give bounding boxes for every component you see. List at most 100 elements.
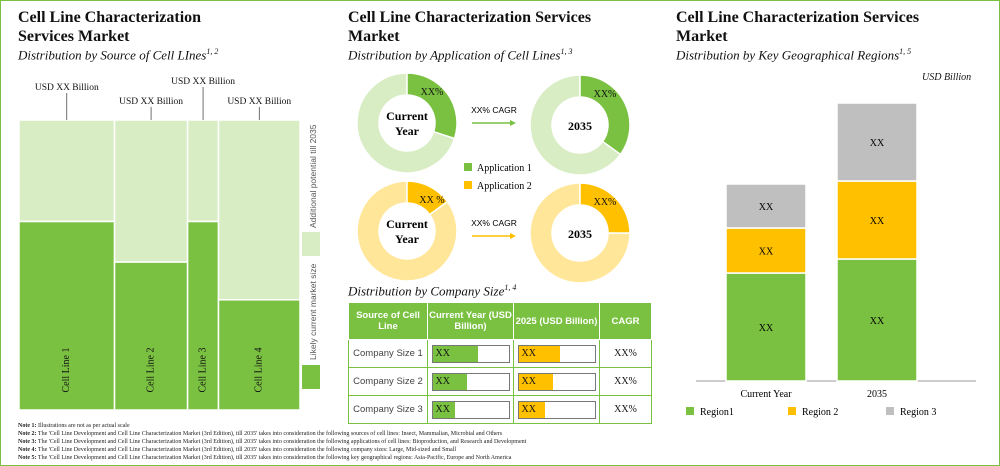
legend-region-swatch xyxy=(886,407,894,415)
current-bar-fill xyxy=(432,345,479,362)
legend-additional-label: Additional potential till 2035 xyxy=(308,124,318,228)
donut-center-label: Current xyxy=(386,109,428,123)
segment-value-label: XX xyxy=(870,138,885,149)
current-bar: XX xyxy=(431,372,510,391)
mekko-additional-bar xyxy=(18,119,116,223)
panel4-subtitle: Distribution by Key Geographical Regions… xyxy=(676,47,912,63)
stacked-bar-segment xyxy=(725,183,807,229)
stacked-bar-segment xyxy=(725,272,807,382)
x-tick-label: 2035 xyxy=(867,389,887,400)
table-header-row: Source of Cell Line Current Year (USD Bi… xyxy=(348,302,652,340)
row-name: Company Size 2 xyxy=(348,367,428,396)
donut-rest-slice xyxy=(529,74,622,176)
current-bar-fill xyxy=(432,401,456,418)
mekko-category-label: Cell Line 2 xyxy=(145,348,156,393)
mekko-current-bar xyxy=(18,220,116,411)
mekko-category-label: Cell Line 4 xyxy=(254,348,265,393)
note-2: Note 2: The 'Cell Line Development and C… xyxy=(18,431,503,437)
donut-center-label: Year xyxy=(395,232,420,246)
table-row: Company Size 2 XX XX XX% xyxy=(348,367,652,396)
future-bar-label: XX xyxy=(521,375,536,387)
panel4-unit: USD Billion xyxy=(922,72,972,83)
legend-app1-swatch xyxy=(464,163,472,171)
table-row: Company Size 1 XX XX XX% xyxy=(348,339,652,368)
mekko-value-label: USD XX Billion xyxy=(227,97,291,107)
note-1: Note 1: Illustrations are not as per act… xyxy=(18,423,130,429)
stacked-bar-segment xyxy=(836,102,918,182)
current-cell: XX xyxy=(427,367,514,396)
legend-region-label: Region 3 xyxy=(900,407,936,418)
future-bar-label: XX xyxy=(521,403,536,415)
current-bar: XX xyxy=(431,400,510,419)
mekko-current-bar xyxy=(217,299,301,411)
donut-slice-label: XX% xyxy=(421,87,444,98)
segment-value-label: XX xyxy=(870,216,885,227)
x-tick-label: Current Year xyxy=(740,389,792,400)
table-header-cagr: CAGR xyxy=(599,302,652,340)
future-cell: XX xyxy=(513,367,600,396)
donut-slice-label: XX % xyxy=(419,195,444,206)
mekko-current-bar xyxy=(186,220,220,411)
current-bar: XX xyxy=(431,344,510,363)
mekko-category-label: Cell Line 1 xyxy=(61,348,72,393)
cagr-label: XX% CAGR xyxy=(471,218,517,228)
note-5: Note 5: The 'Cell Line Development and C… xyxy=(18,455,512,461)
legend-app2-label: Application 2 xyxy=(477,181,532,192)
donut-center-label: 2035 xyxy=(568,119,592,133)
panel4-title: Cell Line Characterization Services Mark… xyxy=(676,9,920,45)
donut-slice-label: XX% xyxy=(594,197,617,208)
legend-app2-swatch xyxy=(464,181,472,189)
donut-center-label: Current xyxy=(386,217,428,231)
mekko-additional-bar xyxy=(186,119,220,223)
future-cell: XX xyxy=(513,395,600,424)
future-bar-fill xyxy=(518,345,561,362)
stacked-bar-segment xyxy=(836,258,918,382)
table-header-future: 2025 (USD Billion) xyxy=(513,302,600,340)
segment-value-label: XX xyxy=(870,316,885,327)
donut-share-slice xyxy=(579,182,631,234)
legend-region-swatch xyxy=(788,407,796,415)
donut-center-label: Year xyxy=(395,124,420,138)
current-bar-label: XX xyxy=(435,403,450,415)
panel1-subtitle: Distribution by Source of Cell LInes1, 2 xyxy=(18,47,219,63)
future-bar-label: XX xyxy=(521,347,536,359)
panel2-subtitle: Distribution by Application of Cell Line… xyxy=(348,47,573,63)
legend-region-label: Region1 xyxy=(700,407,734,418)
current-cell: XX xyxy=(427,395,514,424)
donut-rest-slice xyxy=(529,182,631,284)
legend-region-swatch xyxy=(686,407,694,415)
current-bar-label: XX xyxy=(435,347,450,359)
segment-value-label: XX xyxy=(759,202,774,213)
cagr-arrow-head xyxy=(510,233,516,239)
mekko-value-label: USD XX Billion xyxy=(171,77,235,87)
table-row: Company Size 3 XX XX XX% xyxy=(348,395,652,424)
company-size-table: Source of Cell Line Current Year (USD Bi… xyxy=(348,302,652,424)
row-name: Company Size 1 xyxy=(348,339,428,368)
future-cell: XX xyxy=(513,339,600,368)
future-bar: XX xyxy=(517,400,596,419)
current-bar-fill xyxy=(432,373,467,390)
legend-region-label: Region 2 xyxy=(802,407,838,418)
note-3: Note 3: The 'Cell Line Development and C… xyxy=(18,439,527,445)
mekko-additional-bar xyxy=(217,119,301,301)
mekko-additional-bar xyxy=(113,119,189,263)
cagr-arrow-head xyxy=(510,120,516,126)
mekko-value-label: USD XX Billion xyxy=(119,97,183,107)
panel1-title: Cell Line Characterization Services Mark… xyxy=(18,9,202,45)
donut-share-slice xyxy=(406,72,458,140)
legend-current-label: Likely current market size xyxy=(308,263,318,360)
legend-current-swatch xyxy=(302,365,320,389)
legend-app1-label: Application 1 xyxy=(477,163,532,174)
future-bar-fill xyxy=(518,373,553,390)
mekko-value-label: USD XX Billion xyxy=(35,83,99,93)
cagr-cell: XX% xyxy=(599,395,652,424)
cagr-cell: XX% xyxy=(599,339,652,368)
future-bar: XX xyxy=(517,372,596,391)
table-header-current: Current Year (USD Billion) xyxy=(427,302,514,340)
donut-share-slice xyxy=(406,180,449,216)
cagr-cell: XX% xyxy=(599,367,652,396)
donut-center-label: 2035 xyxy=(568,227,592,241)
donut-rest-slice xyxy=(356,72,456,174)
panel2-title: Cell Line Characterization Services Mark… xyxy=(348,9,592,45)
